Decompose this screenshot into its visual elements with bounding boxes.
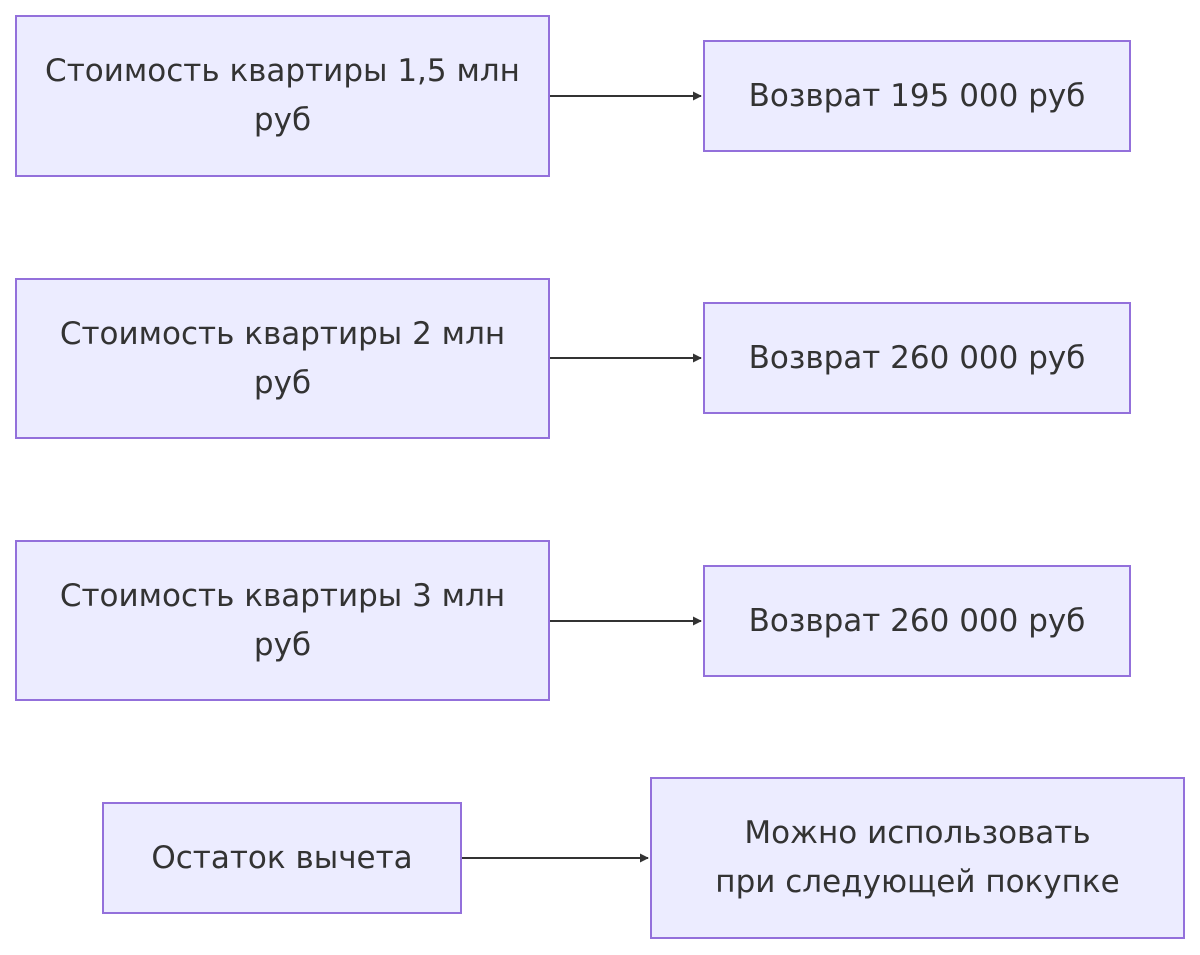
node-refund-260k-a: Возврат 260 000 руб: [703, 302, 1131, 414]
node-label: Стоимость квартиры 3 млн руб: [59, 577, 506, 663]
node-use-next-purchase: Можно использовать при следующей покупке: [650, 777, 1185, 939]
node-label: Можно использовать при следующей покупке: [715, 815, 1120, 900]
node-label: Возврат 260 000 руб: [748, 339, 1086, 376]
node-apartment-cost-3m: Стоимость квартиры 3 млн руб: [15, 540, 550, 701]
node-refund-195k: Возврат 195 000 руб: [703, 40, 1131, 152]
node-deduction-remainder: Остаток вычета: [102, 802, 462, 914]
node-label: Остаток вычета: [151, 839, 413, 876]
node-label: Стоимость квартиры 1,5 млн руб: [45, 53, 520, 138]
node-refund-260k-b: Возврат 260 000 руб: [703, 565, 1131, 677]
node-label: Возврат 260 000 руб: [748, 602, 1086, 639]
node-label: Возврат 195 000 руб: [748, 77, 1086, 114]
node-apartment-cost-1-5m: Стоимость квартиры 1,5 млн руб: [15, 15, 550, 177]
node-label: Стоимость квартиры 2 млн руб: [59, 315, 506, 401]
node-apartment-cost-2m: Стоимость квартиры 2 млн руб: [15, 278, 550, 439]
